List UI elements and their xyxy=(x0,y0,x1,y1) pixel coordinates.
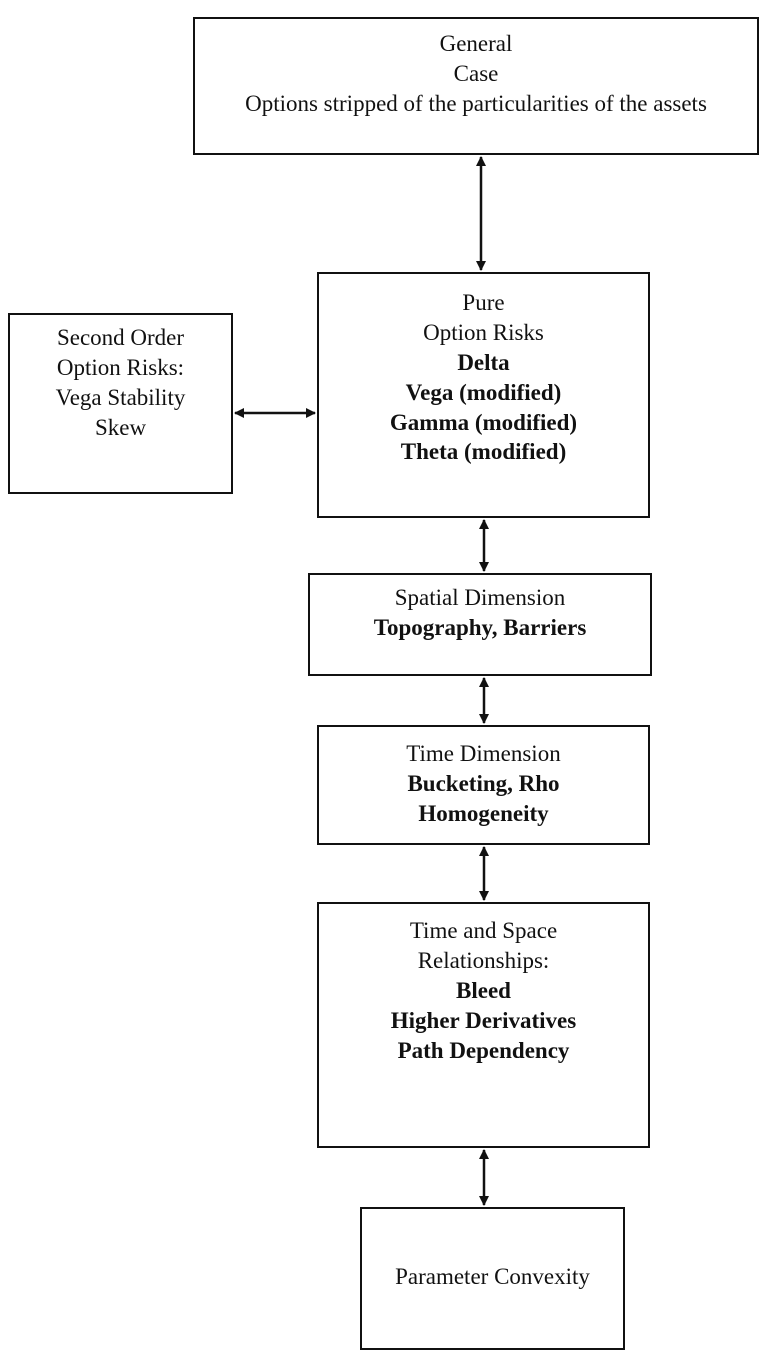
time-space-subtitle: Relationships: xyxy=(417,947,550,973)
time-item-homogeneity: Homogeneity xyxy=(418,800,549,826)
second-order-title: Second Order xyxy=(56,325,185,350)
pure-subtitle: Option Risks xyxy=(423,319,544,345)
second-order-subtitle: Option Risks: xyxy=(56,354,185,380)
time-dimension-box: Time Dimension Bucketing, Rho Homogeneit… xyxy=(317,725,650,845)
general-description: Options stripped of the particularities … xyxy=(245,90,707,116)
general-case-box: General Case Options stripped of the par… xyxy=(193,17,759,155)
time-space-title: Time and Space xyxy=(409,918,558,943)
time-space-item-higher-derivatives: Higher Derivatives xyxy=(390,1007,577,1033)
time-title: Time Dimension xyxy=(406,741,561,766)
general-title: General xyxy=(439,31,513,56)
time-space-item-path-dependency: Path Dependency xyxy=(397,1037,570,1063)
second-order-risks-box: Second Order Option Risks: Vega Stabilit… xyxy=(8,313,233,494)
time-space-relationships-box: Time and Space Relationships: Bleed High… xyxy=(317,902,650,1148)
time-item-bucketing: Bucketing, Rho xyxy=(407,770,560,796)
spatial-item-topography: Topography, Barriers xyxy=(373,614,587,640)
pure-item-delta: Delta xyxy=(457,349,510,375)
pure-item-vega: Vega (modified) xyxy=(405,379,562,405)
general-subtitle: Case xyxy=(453,60,499,86)
pure-item-theta: Theta (modified) xyxy=(400,439,567,465)
pure-title: Pure xyxy=(462,290,505,315)
second-order-item-vega-stability: Vega Stability xyxy=(55,384,186,410)
parameter-title: Parameter Convexity xyxy=(395,1264,590,1289)
parameter-convexity-box: Parameter Convexity xyxy=(360,1207,625,1350)
second-order-item-skew: Skew xyxy=(94,414,147,440)
pure-option-risks-box: Pure Option Risks Delta Vega (modified) … xyxy=(317,272,650,518)
time-space-item-bleed: Bleed xyxy=(456,977,511,1003)
spatial-dimension-box: Spatial Dimension Topography, Barriers xyxy=(308,573,652,676)
pure-item-gamma: Gamma (modified) xyxy=(389,409,578,435)
spatial-title: Spatial Dimension xyxy=(394,585,566,610)
